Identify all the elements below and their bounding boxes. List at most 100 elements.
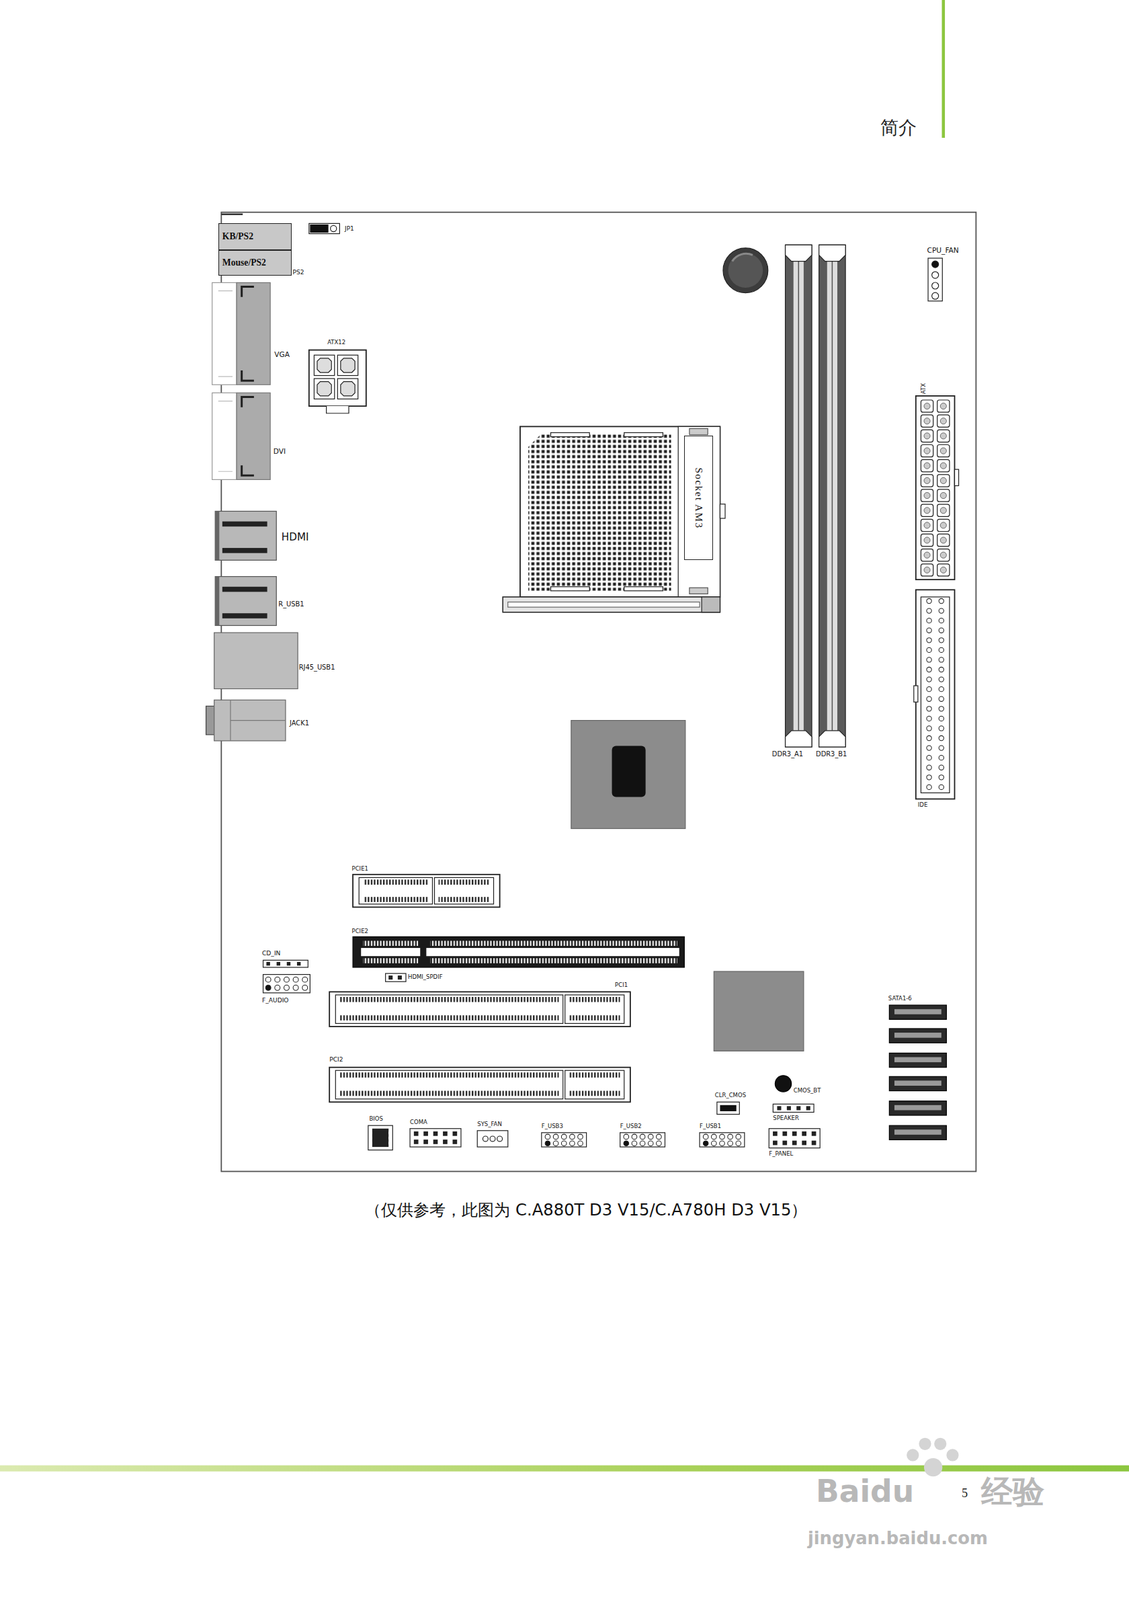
atx-pin <box>924 417 931 425</box>
part-label: HDMI <box>281 531 310 543</box>
header-pin <box>631 1140 638 1146</box>
bios-chip <box>372 1128 389 1147</box>
header-pin <box>293 984 299 990</box>
pci-slot <box>329 991 631 1027</box>
atx-pin <box>937 504 950 517</box>
header-pin <box>727 1140 734 1146</box>
ide-pin <box>938 618 944 623</box>
header-pin <box>569 1140 576 1146</box>
atx-pin <box>940 417 947 425</box>
pcie-slot <box>352 936 685 968</box>
header-pin <box>702 1140 709 1146</box>
atx-pin <box>937 444 950 457</box>
header-pin <box>735 1133 742 1140</box>
power-pin <box>317 381 332 396</box>
atx-pin <box>920 563 933 576</box>
port-name: KB/PS2 <box>222 231 254 242</box>
port-box: Mouse/PS2 <box>218 249 292 276</box>
ide-connector <box>915 589 955 799</box>
fan-header <box>928 258 943 302</box>
io-connector <box>222 612 268 619</box>
slot-pins <box>438 879 490 885</box>
power-pin <box>337 354 358 375</box>
page-number: 5 <box>961 1485 968 1500</box>
sata-port <box>894 1032 942 1038</box>
part-label: VGA <box>274 350 290 359</box>
d-sub-connector <box>241 396 255 407</box>
atx-connector <box>954 469 959 486</box>
part-label: R_USB1 <box>278 600 304 608</box>
header-pin <box>796 1105 801 1110</box>
part-label: F_USB2 <box>620 1122 642 1130</box>
socket-lever <box>502 596 720 613</box>
ide-pin <box>938 666 944 672</box>
power-pin <box>317 358 332 373</box>
slot-pins <box>430 957 677 964</box>
memory-slot <box>831 261 834 731</box>
header-pin <box>782 1140 787 1146</box>
ide-pin <box>926 666 932 672</box>
header-pin <box>452 1131 458 1136</box>
header-pin <box>776 1105 781 1110</box>
audio-jack <box>214 699 286 741</box>
part-label: F_AUDIO <box>262 995 289 1003</box>
clear-cmos-jumper <box>719 1104 736 1111</box>
watermark: 经验 <box>981 1473 1045 1510</box>
jumper <box>309 224 328 233</box>
header-pin <box>806 1105 811 1110</box>
part-label: JACK1 <box>289 719 310 727</box>
part-label: CLR_CMOS <box>715 1092 746 1099</box>
socket-pin-field <box>528 433 671 591</box>
part-label: F_PANEL <box>768 1150 793 1158</box>
header-pin <box>413 1131 419 1136</box>
header-pin <box>577 1133 584 1140</box>
header-pin <box>284 976 290 982</box>
atx-pin <box>920 459 933 472</box>
part-label: BIOS <box>368 1115 383 1123</box>
atx-pin <box>937 414 950 427</box>
fan-pin <box>482 1135 488 1142</box>
part-label: F_USB3 <box>541 1122 564 1130</box>
atx-pin <box>940 522 947 529</box>
slot-pins <box>362 957 418 964</box>
clear-cmos-jumper <box>717 1101 740 1114</box>
part-label: HDMI_SPDIF <box>407 973 443 981</box>
atx-pin <box>920 414 933 427</box>
part-label: PCIE2 <box>352 928 369 935</box>
slot-pins <box>569 996 621 1002</box>
rj45-connector <box>214 632 298 689</box>
atx-pin <box>940 492 947 499</box>
pcie-slot <box>434 876 494 904</box>
atx-pin <box>940 477 947 484</box>
slot-pins <box>339 1071 559 1078</box>
part-label: F_USB1 <box>699 1122 722 1130</box>
part-label: PS2 <box>293 268 305 276</box>
pci-slot <box>329 1067 631 1103</box>
atx-pin <box>920 474 933 487</box>
slot-pins <box>339 1014 559 1021</box>
atx-pin <box>924 492 931 499</box>
power-pin <box>340 381 355 396</box>
io-connector <box>222 521 268 527</box>
socket-slot <box>624 586 664 591</box>
header-pin <box>302 976 308 982</box>
part-label: DDR3_A1 <box>772 749 804 758</box>
ide-pin <box>938 608 944 613</box>
cpu-socket <box>689 587 708 594</box>
memory-slot <box>785 244 812 747</box>
sata-port <box>894 1057 942 1063</box>
atx-pin <box>940 566 947 573</box>
io-connector <box>222 586 268 593</box>
atx-pin <box>920 399 933 412</box>
d-sub-connector <box>241 465 255 476</box>
memory-slot <box>798 261 800 731</box>
atx-pin <box>937 489 950 502</box>
ide-pin <box>938 725 944 731</box>
audio-header <box>263 974 311 993</box>
atx-connector <box>915 395 955 580</box>
header-pin <box>274 984 281 990</box>
header-pin <box>561 1133 567 1140</box>
header-pin <box>413 1139 419 1144</box>
atx-pin <box>924 551 931 558</box>
ide-pin <box>938 696 944 701</box>
